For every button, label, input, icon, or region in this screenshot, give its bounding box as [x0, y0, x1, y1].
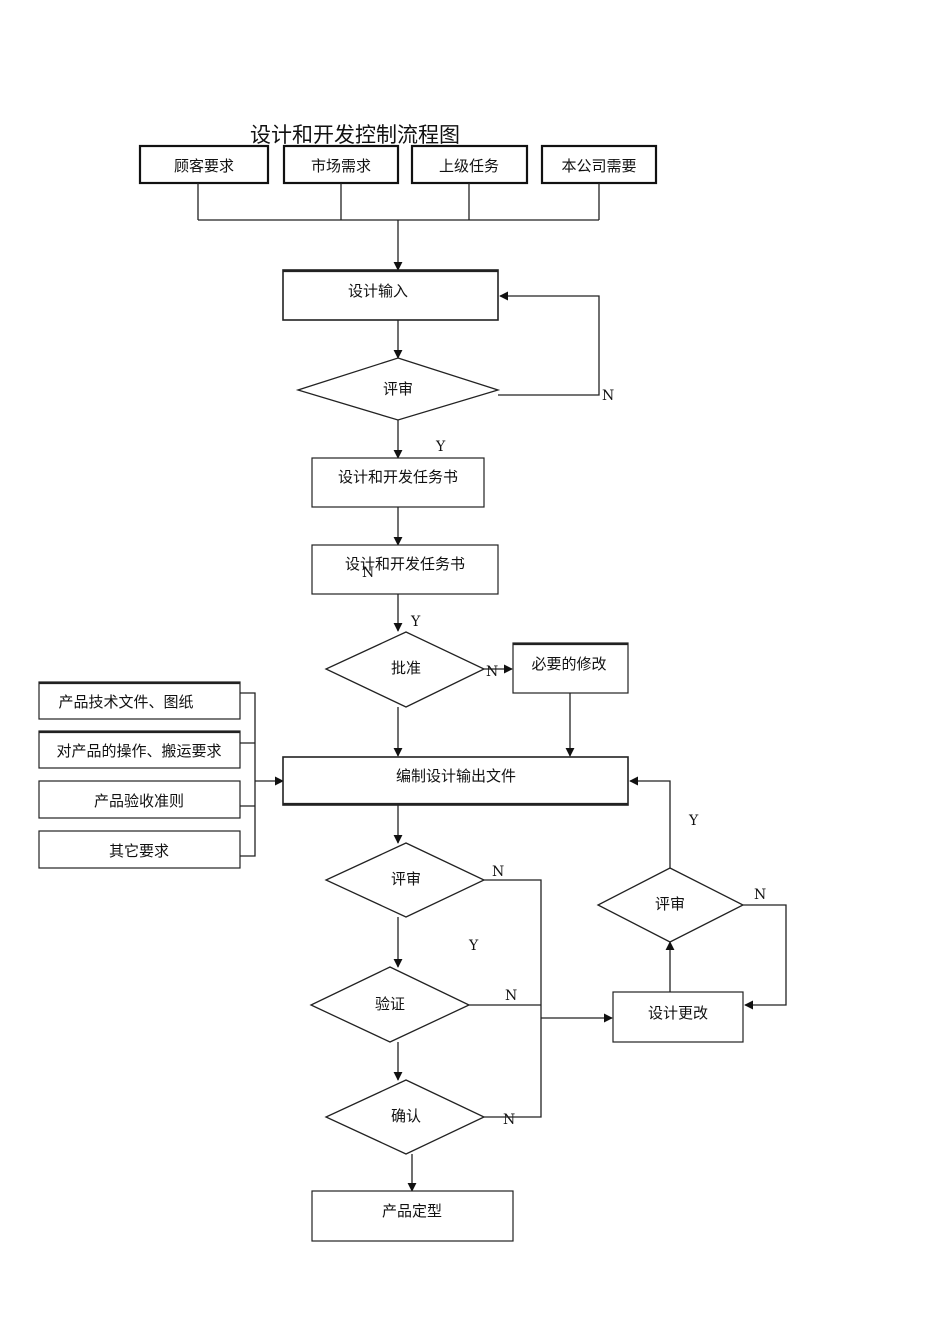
output-docs-box: [282, 756, 629, 806]
verify-diamond: [309, 966, 471, 1043]
verify-no-flag: N: [505, 988, 517, 1004]
review-3-no-flag: N: [754, 887, 766, 903]
task-book-2-label: 设计和开发任务书: [345, 555, 465, 573]
output-content-label-2: 对产品的操作、搬运要求: [56, 742, 221, 760]
task-book-2-box: [311, 544, 499, 595]
input-connector: [197, 183, 600, 221]
review-2-yes-flag: Y: [468, 938, 479, 954]
approve-no-flag: N: [486, 664, 498, 680]
output-content-box-2: [38, 730, 241, 769]
output-content-label-3: 产品验收准则: [94, 792, 184, 810]
review-1-no-flag: N: [602, 388, 614, 404]
no-collector-line: [469, 879, 542, 1118]
task-book-2-no-flag: N: [362, 565, 374, 581]
approve-yes-flag: Y: [410, 614, 421, 630]
output-content-label-1: 产品技术文件、图纸: [58, 693, 193, 711]
review-3-yes-arrow: [629, 776, 671, 868]
review-1-label: 评审: [383, 380, 413, 398]
chart-title: 设计和开发控制流程图: [250, 123, 460, 147]
review-1-yes-flag: Y: [435, 439, 446, 455]
output-content-box-3: [38, 780, 241, 819]
design-input-box: [282, 269, 499, 321]
input-box-company-needs: [540, 144, 658, 185]
review-3-label: 评审: [655, 895, 685, 913]
design-input-label: 设计输入: [348, 282, 408, 300]
output-docs-label: 编制设计输出文件: [396, 767, 516, 785]
review-2-no-flag: N: [492, 864, 504, 880]
task-book-1-box: [311, 457, 485, 508]
output-contents-bracket: [240, 692, 256, 857]
confirm-label: 确认: [391, 1107, 421, 1125]
design-change-label: 设计更改: [648, 1004, 708, 1022]
input-label-superior-task: 上级任务: [439, 157, 499, 175]
output-content-label-4: 其它要求: [109, 842, 169, 860]
finalize-box: [311, 1190, 514, 1242]
review-1-no-loop: [498, 291, 600, 396]
input-label-market: 市场需求: [311, 157, 371, 175]
review-2-diamond: [324, 842, 486, 918]
confirm-diamond: [324, 1079, 486, 1155]
finalize-label: 产品定型: [382, 1202, 442, 1220]
review-3-no-loop: [743, 904, 787, 1010]
approve-diamond: [324, 631, 486, 708]
review-3-yes-flag: Y: [688, 813, 699, 829]
input-label-company-needs: 本公司需要: [561, 157, 636, 175]
approve-label: 批准: [391, 659, 421, 677]
necessary-change-label: 必要的修改: [531, 655, 606, 673]
output-content-box-4: [38, 830, 241, 869]
review-3-diamond: [596, 867, 745, 943]
confirm-no-flag: N: [503, 1112, 515, 1128]
task-book-1-label: 设计和开发任务书: [338, 468, 458, 486]
verify-label: 验证: [375, 995, 405, 1013]
review-2-label: 评审: [391, 870, 421, 888]
input-box-customer: [138, 144, 270, 185]
input-label-customer: 顾客要求: [174, 157, 234, 175]
design-change-box: [612, 991, 744, 1043]
output-content-box-1: [38, 681, 241, 720]
